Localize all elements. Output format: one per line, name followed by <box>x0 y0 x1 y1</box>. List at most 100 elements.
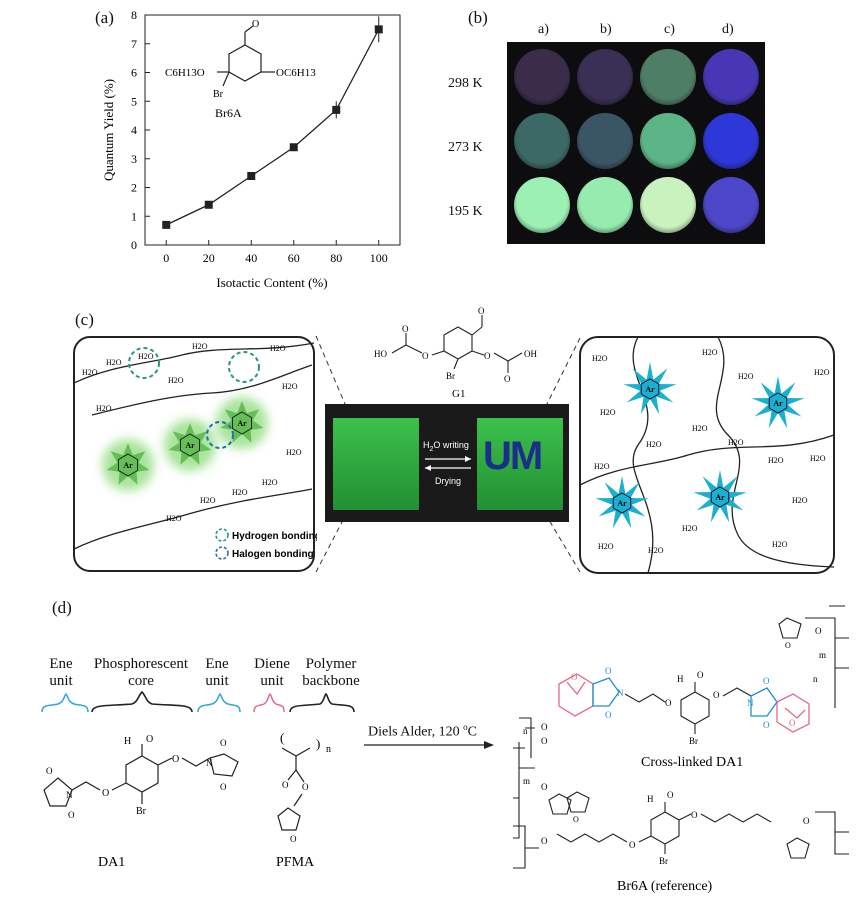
data-point <box>162 220 171 229</box>
sample-disc <box>577 49 633 105</box>
x-tick-label: 80 <box>330 251 342 265</box>
svg-text:O: O <box>282 780 289 790</box>
sample-disc <box>514 49 570 105</box>
svg-text:N: N <box>747 698 754 708</box>
aryl-ring <box>118 453 138 477</box>
svg-text:O: O <box>789 718 796 728</box>
sample-disc <box>577 113 633 169</box>
panel-b-label: (b) <box>468 8 488 27</box>
y-tick-label: 3 <box>131 152 137 166</box>
svg-text:O: O <box>46 766 53 776</box>
polymer-backbone-label: Polymer backbone <box>302 656 360 689</box>
g1-br: Br <box>446 371 455 381</box>
film-after <box>477 418 563 510</box>
svg-text:O: O <box>785 641 791 650</box>
svg-text:O: O <box>697 670 704 680</box>
water-molecule: H2O <box>594 462 610 471</box>
water-molecule: H2O <box>738 372 754 381</box>
water-molecule: H2O <box>772 540 788 549</box>
y-tick-label: 1 <box>131 209 137 223</box>
svg-text:O: O <box>713 690 720 700</box>
phosphorescent-core-label: Phosphorescent core <box>93 656 189 689</box>
aryl-core-label: Ar <box>773 399 783 408</box>
svg-text:O: O <box>172 754 179 765</box>
svg-text:O: O <box>605 666 612 676</box>
sample-disc <box>703 177 759 233</box>
sample-disc <box>640 113 696 169</box>
aryl-core-label: Ar <box>715 493 725 502</box>
cyan-star <box>693 470 747 523</box>
film-before <box>333 418 419 510</box>
svg-text:O: O <box>252 19 259 30</box>
hydrogen-bond-circle <box>228 351 260 383</box>
arrow-label-bottom: Drying <box>435 476 462 486</box>
water-molecule: H2O <box>814 368 830 377</box>
plot-frame <box>144 14 401 246</box>
water-molecule: H2O <box>598 542 614 551</box>
ene-unit-label: Ene unit <box>49 656 73 689</box>
pfma-label: PFMA <box>276 855 315 870</box>
svg-text:O: O <box>146 734 153 745</box>
water-molecule: H2O <box>592 354 608 363</box>
water-molecule: H2O <box>792 496 808 505</box>
svg-text:m: m <box>523 776 530 786</box>
aryl-ring <box>710 486 730 508</box>
svg-text:O: O <box>541 782 548 792</box>
legend-hydrogen-bonding: Hydrogen bonding <box>232 531 317 542</box>
data-point <box>374 25 383 34</box>
g1-structure: O O HO O O OH O Br G1 <box>374 306 537 400</box>
water-molecule: H2O <box>682 524 698 533</box>
water-molecule: H2O <box>646 440 662 449</box>
br6a-name: Br6A <box>215 106 242 120</box>
sample-disc <box>640 177 696 233</box>
water-molecule: H2O <box>286 448 302 457</box>
data-point <box>204 200 213 209</box>
halogen-bond-circle <box>206 421 234 449</box>
svg-text:OH: OH <box>524 349 537 359</box>
svg-text:O: O <box>541 836 548 846</box>
svg-text:O: O <box>68 810 75 820</box>
ene-unit-label-right: Ene unit <box>205 656 229 689</box>
water-molecule: H2O <box>810 454 826 463</box>
water-molecule: H2O <box>282 382 298 391</box>
aryl-ring <box>768 392 788 414</box>
svg-text:O: O <box>571 672 578 682</box>
svg-text:O: O <box>629 840 636 850</box>
water-molecule: H2O <box>232 488 248 497</box>
svg-text:O: O <box>504 374 511 384</box>
crosslinked-label: Cross-linked DA1 <box>641 755 743 770</box>
aryl-core-label: Ar <box>617 499 627 508</box>
cyan-star <box>623 362 677 415</box>
svg-text:O: O <box>290 834 297 844</box>
svg-text:O: O <box>220 782 227 792</box>
svg-text:O: O <box>478 306 485 316</box>
svg-text:O: O <box>763 720 770 730</box>
x-axis-label: Isotactic Content (%) <box>216 275 327 290</box>
aryl-core-label: Ar <box>645 385 655 394</box>
svg-text:H: H <box>124 736 131 747</box>
series-line <box>165 29 380 226</box>
svg-text:O: O <box>667 790 674 800</box>
svg-text:O: O <box>803 816 810 826</box>
y-tick-label: 4 <box>131 123 137 137</box>
water-molecule: H2O <box>82 368 98 377</box>
svg-text:O: O <box>220 738 227 748</box>
water-molecule: H2O <box>600 408 616 417</box>
water-molecule: H2O <box>166 514 182 523</box>
water-molecule: H2O <box>106 358 122 367</box>
y-tick-label: 5 <box>131 94 137 108</box>
x-tick-label: 20 <box>203 251 215 265</box>
water-molecule: H2O <box>262 478 278 487</box>
legend-halogen-bonding: Halogen bonding <box>232 549 314 560</box>
y-tick-label: 7 <box>131 37 137 51</box>
row-label-298: 298 K <box>448 76 483 91</box>
aryl-ring <box>232 411 252 435</box>
svg-text:O: O <box>302 782 309 792</box>
svg-text:m: m <box>819 650 826 660</box>
x-tick-label: 0 <box>163 251 169 265</box>
svg-text:N: N <box>206 758 213 768</box>
svg-text:O: O <box>102 788 109 799</box>
y-tick-label: 6 <box>131 66 137 80</box>
